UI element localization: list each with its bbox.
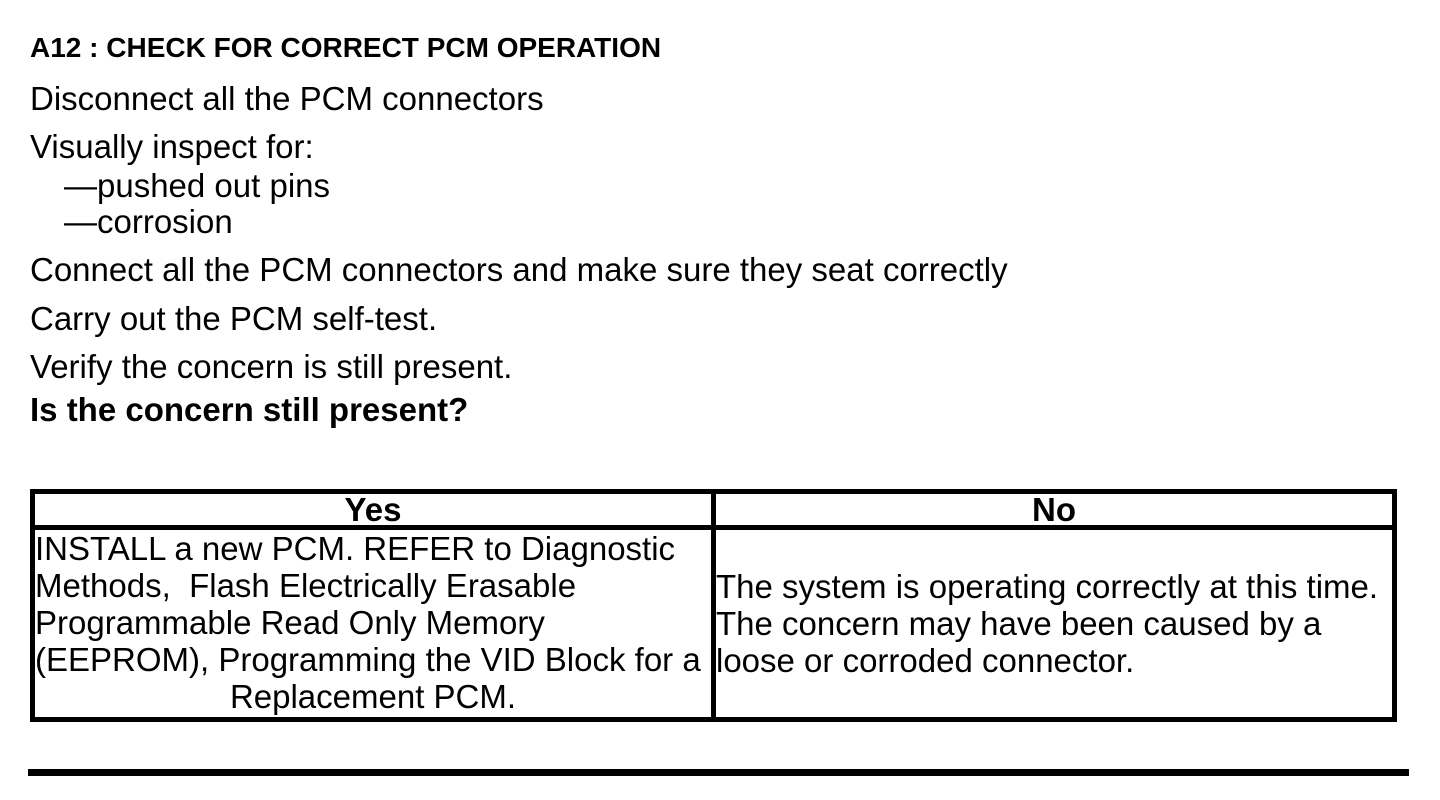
yes-result-line: INSTALL a new PCM. REFER to Diagnostic (35, 530, 676, 567)
inspect-list-item-corrosion: —corrosion (64, 203, 233, 240)
yes-result-line: Methods, Flash Electrically Erasable (35, 567, 577, 604)
yes-result-cell: INSTALL a new PCM. REFER to Diagnostic M… (30, 525, 716, 722)
yes-no-results-table: Yes No INSTALL a new PCM. REFER to Diagn… (30, 489, 1397, 722)
test-step-heading: A12 : CHECK FOR CORRECT PCM OPERATION (30, 32, 662, 63)
inspect-list-item-pushed-out-pins: —pushed out pins (64, 167, 331, 204)
step-disconnect-connectors: Disconnect all the PCM connectors (30, 80, 544, 117)
results-table-body-row: INSTALL a new PCM. REFER to Diagnostic M… (30, 525, 1397, 722)
step-visually-inspect-label: Visually inspect for: (30, 128, 314, 165)
step-connect-connectors: Connect all the PCM connectors and make … (30, 251, 1008, 288)
decision-question: Is the concern still present? (30, 391, 469, 428)
yes-column-header: Yes (30, 489, 716, 530)
no-result-cell: The system is operating correctly at thi… (711, 525, 1397, 722)
no-result-line: The system is operating correctly at thi… (716, 568, 1379, 605)
yes-result-line: Replacement PCM. (229, 678, 517, 715)
page-divider-rule (28, 769, 1409, 776)
no-column-header: No (711, 489, 1397, 530)
step-verify-concern: Verify the concern is still present. (30, 348, 513, 385)
no-result-line: loose or corroded connector. (716, 642, 1135, 679)
yes-result-line: Programmable Read Only Memory (35, 604, 545, 641)
step-pcm-self-test: Carry out the PCM self-test. (30, 300, 438, 337)
no-result-line: The concern may have been caused by a (716, 605, 1322, 642)
results-table-header-row: Yes No (30, 489, 1397, 530)
yes-result-line: (EEPROM), Programming the VID Block for … (35, 641, 701, 678)
